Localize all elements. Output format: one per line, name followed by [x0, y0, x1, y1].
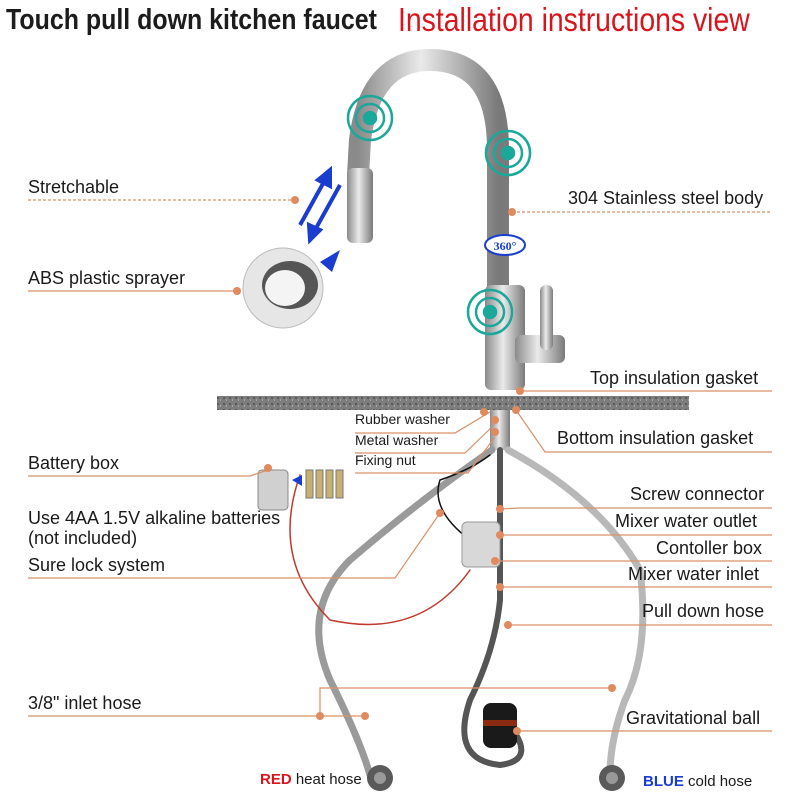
rotation-icon: [484, 234, 526, 256]
battery-box: [257, 469, 289, 511]
label-rubber-washer: Rubber washer: [355, 411, 450, 427]
label-battery-box: Battery box: [28, 453, 120, 473]
countertop: [217, 396, 689, 410]
faucet-handle: [540, 285, 553, 350]
label-top-gasket: Top insulation gasket: [590, 368, 759, 388]
label-pull-down-hose: Pull down hose: [642, 601, 765, 621]
rotation-label: 360°: [494, 239, 517, 253]
label-mixer-inlet: Mixer water inlet: [628, 564, 760, 584]
blue-hose-text: cold hose: [688, 773, 753, 790]
label-metal-washer: Metal washer: [355, 432, 439, 448]
inlet-hose-blue: [504, 446, 647, 779]
label-fixing-nut: Fixing nut: [355, 452, 416, 468]
label-batteries-note: (not included): [28, 528, 138, 548]
blue-hose-label: BLUE cold hose: [643, 773, 752, 790]
label-sprayer: ABS plastic sprayer: [28, 268, 186, 288]
label-mixer-outlet: Mixer water outlet: [615, 511, 758, 531]
touch-sensor-icon: [346, 94, 532, 336]
label-body: 304 Stainless steel body: [568, 188, 764, 208]
battery-icons: [305, 469, 344, 499]
red-hose-text: heat hose: [295, 771, 362, 788]
red-hose-label: RED heat hose: [260, 771, 362, 788]
label-bottom-gasket: Bottom insulation gasket: [557, 428, 754, 448]
leader-lines: [28, 199, 772, 732]
stretch-arrows-icon: [298, 165, 342, 245]
label-controller-box: Contoller box: [656, 538, 763, 558]
label-screw-connector: Screw connector: [630, 484, 765, 504]
label-batteries: Use 4AA 1.5V alkaline batteries: [28, 508, 281, 528]
controller-box: [461, 521, 501, 568]
battery-wire: [289, 474, 471, 626]
label-stretchable: Stretchable: [28, 177, 120, 197]
label-inlet-hose: 3/8" inlet hose: [28, 693, 142, 713]
product-title: Touch pull down kitchen faucet: [6, 4, 377, 36]
arrow-icon: [320, 250, 340, 272]
inlet-hose-red: [315, 446, 496, 779]
pull-down-sprayer: [347, 168, 373, 243]
label-sure-lock: Sure lock system: [28, 555, 166, 575]
diagram-subtitle: Installation instructions view: [398, 1, 750, 38]
red-word: RED: [260, 771, 292, 788]
leader-dots: [233, 196, 616, 735]
pull-down-hose: [461, 447, 525, 769]
blue-word: BLUE: [643, 773, 684, 790]
label-grav-ball: Gravitational ball: [626, 708, 761, 728]
